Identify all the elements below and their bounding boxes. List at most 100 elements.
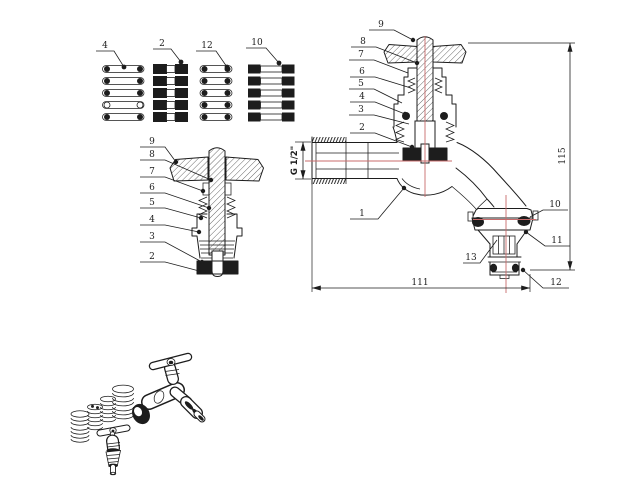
- part-number: 12: [201, 41, 212, 51]
- part-number: 10: [549, 200, 561, 210]
- bonnet-thread-left: [394, 121, 405, 143]
- barb-oring-left: [489, 263, 498, 273]
- part-bar: [153, 76, 188, 86]
- part-bar: [102, 77, 145, 85]
- parts-grid-view: 4 2 12 10: [96, 38, 295, 122]
- part-bar: [199, 89, 233, 97]
- label-grid-2: 2: [153, 39, 184, 65]
- part-bar: [153, 100, 188, 110]
- part-bar: [248, 64, 295, 74]
- thread-crest-bottom: [312, 178, 346, 184]
- part-number: 5: [149, 198, 155, 208]
- part-bar: [102, 89, 145, 97]
- main-section-view: G 1/2" 115 111 9 8 7 6 5 4 3 2 1 10 11: [290, 20, 575, 293]
- height-dimension: 115: [558, 147, 568, 164]
- jumper-washer-right: [222, 261, 238, 274]
- part-number: 8: [149, 150, 155, 160]
- iso-faucet: [132, 352, 206, 425]
- part-number: 3: [149, 232, 155, 242]
- iso-headwork-part: [96, 424, 131, 476]
- part-bar: [153, 88, 188, 98]
- handle-right-wing: [432, 44, 467, 64]
- part-bar: [248, 112, 295, 122]
- seat-washer-right: [429, 148, 447, 161]
- bonnet-thread-right: [445, 121, 456, 143]
- part-bar: [102, 113, 145, 121]
- thread-crest-top: [312, 137, 346, 143]
- oring-right: [440, 112, 448, 120]
- handle-left-wing: [383, 44, 418, 64]
- spring-thread-right: [226, 196, 236, 219]
- part-number: 8: [360, 37, 366, 47]
- parts-column-gaskets-10: [248, 64, 295, 122]
- coil-spring-2: [87, 403, 103, 431]
- dim-overall-height: 115: [468, 42, 575, 271]
- handle-right-wing: [225, 156, 264, 182]
- union-oring-left: [472, 217, 484, 227]
- union-oring-right: [517, 216, 531, 226]
- part-number: 11: [551, 236, 562, 246]
- packing-right: [224, 182, 232, 196]
- part-bar: [153, 64, 188, 74]
- part-number: 9: [378, 20, 384, 30]
- part-number: 6: [149, 183, 155, 193]
- bonnet-right: [445, 94, 457, 128]
- part-number: 7: [358, 50, 364, 60]
- part-number: 7: [149, 167, 155, 177]
- part-number: 4: [359, 92, 365, 102]
- part-number: 2: [359, 123, 365, 133]
- union-tab-left: [467, 211, 474, 222]
- bonnet-left: [393, 94, 405, 128]
- part-number: 4: [102, 41, 108, 51]
- part-number: 10: [251, 38, 263, 48]
- valve-body: [392, 126, 527, 211]
- union-tab-right: [532, 210, 539, 221]
- parts-column-orings-12: [199, 65, 233, 121]
- main-view-labels: 9 8 7 6 5 4 3 2 1 10 11 12 13: [349, 20, 570, 289]
- headwork-labels: 9 8 7 6 5 4 3 2: [140, 137, 214, 275]
- bonnet-left-outline: [191, 213, 208, 259]
- union-nut: [471, 217, 534, 231]
- dim-overall-length: 111: [311, 183, 531, 292]
- coil-spring-1: [70, 410, 90, 443]
- inlet-thread-spec: G 1/2": [290, 146, 300, 175]
- spring-right: [434, 77, 443, 94]
- part-bar: [199, 113, 233, 121]
- part-bar: [153, 112, 188, 122]
- coil-spring-4: [112, 384, 134, 420]
- part-bar: [199, 77, 233, 85]
- wall-flange: [132, 403, 150, 425]
- part-number: 13: [465, 253, 477, 263]
- spindle: [208, 147, 226, 256]
- spring-left: [407, 77, 416, 94]
- label-grid-4: 4: [96, 41, 127, 70]
- part-number: 9: [149, 137, 155, 147]
- headwork-section-view: 9 8 7 6 5 4 3 2: [140, 137, 264, 278]
- part-number: 1: [359, 209, 365, 219]
- dim-inlet-thread: G 1/2": [290, 141, 311, 180]
- barb-oring-right: [511, 263, 520, 273]
- seat-washer-left: [403, 148, 421, 161]
- spout-union: [467, 208, 539, 279]
- barb-tip: [499, 274, 510, 279]
- part-number: 3: [358, 105, 364, 115]
- gland-right: [432, 67, 447, 96]
- gland-left: [403, 67, 418, 96]
- part-number: 4: [149, 215, 155, 225]
- part-number: 5: [358, 79, 364, 89]
- jumper-washer-outline: [196, 260, 239, 275]
- body-hex-nut: [153, 390, 165, 404]
- part-bar: [102, 101, 145, 109]
- inlet-pipe: [311, 136, 399, 185]
- hose-barb: [487, 256, 522, 279]
- spring-thread-left: [198, 196, 208, 219]
- coil-spring-3: [100, 395, 116, 423]
- part-number: 2: [149, 252, 155, 262]
- length-dimension: 111: [411, 278, 428, 288]
- part-bar: [248, 88, 295, 98]
- centerlines: [305, 36, 536, 293]
- label-grid-12: 12: [196, 41, 230, 70]
- part-bar: [248, 100, 295, 110]
